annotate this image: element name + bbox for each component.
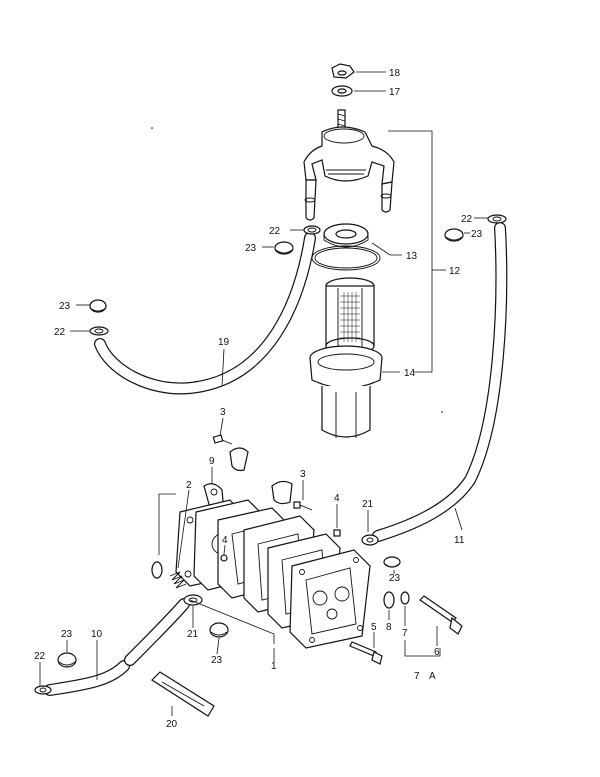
bolt-5 [349,641,383,665]
callout-23: 23 [389,573,401,584]
callout-4: 4 [334,493,340,504]
callout-23: 23 [59,301,71,312]
hose-10 [44,598,190,696]
bolt-6 [419,595,463,635]
callout-3: 3 [300,469,306,480]
washer-left [151,561,163,579]
callout-23: 23 [61,629,73,640]
callout-13: 13 [406,251,418,262]
clamp-23-bottom-left [57,652,77,668]
callout-8: 8 [386,622,392,633]
callout-5: 5 [371,622,377,633]
fuel-filter-assembly [303,63,446,438]
clip-22-left [89,326,109,336]
o-ring [311,245,381,271]
callout-4: 4 [222,535,228,546]
clamp-23-mid-right [383,556,401,568]
filter-head [303,126,395,221]
filter-bowl-14 [309,345,383,438]
clamp-23-left [89,299,107,313]
callout-22: 22 [461,214,473,225]
filter-element [325,277,375,355]
callout-labels: 18 17 22 23 13 12 22 23 23 22 19 14 3 9 … [34,68,483,730]
callout-11: 11 [454,535,465,546]
callout-7: 7 [402,628,408,639]
callout-7: 7 [414,671,420,682]
spring-2 [169,571,187,589]
callout-18: 18 [389,68,401,79]
clamp-23-upper [274,241,294,255]
plate-right [271,480,293,505]
callout-6: 6 [434,647,440,658]
screw-3-right [293,501,313,511]
callout-12: 12 [449,266,461,277]
clamp-23-lower [209,622,229,638]
clip-22-right [487,214,507,224]
callout-23: 23 [471,229,483,240]
callout-2: 2 [186,480,192,491]
callout-17: 17 [389,87,401,98]
callout-20: 20 [166,719,178,730]
washer-8 [383,591,395,609]
clip-22-upper [303,225,321,235]
callout-23: 23 [245,243,257,254]
callout-14: 14 [404,368,416,379]
hose-11 [372,222,508,542]
callout-10: 10 [91,629,103,640]
callout-19: 19 [218,337,230,348]
nut-18 [331,63,355,79]
clamp-23-right [444,228,464,242]
clip-22-bottom-left [34,685,52,695]
clip-21-right [361,534,379,546]
callout-22: 22 [269,226,281,237]
nut-4 [333,529,341,537]
callout-9: 9 [209,456,215,467]
pin-4 [220,554,228,562]
callout-22: 22 [54,327,66,338]
callout-21: 21 [187,629,199,640]
callout-1: 1 [271,661,277,672]
callout-21: 21 [362,499,374,510]
hose-19 [94,232,316,395]
gasket-13 [323,223,369,248]
callout-23: 23 [211,655,223,666]
washer-17 [331,85,353,97]
clip-upper [229,447,249,472]
callout-22: 22 [34,651,46,662]
screw-3-upper [212,434,233,445]
callout-A: A [429,671,436,682]
callout-3: 3 [220,407,226,418]
strap-20 [151,671,215,717]
clip-21-left [183,594,203,606]
washer-7 [400,591,410,605]
fuel-pump-assembly [151,483,371,649]
leader-lines [39,71,488,716]
pump-front-cover [289,549,371,649]
